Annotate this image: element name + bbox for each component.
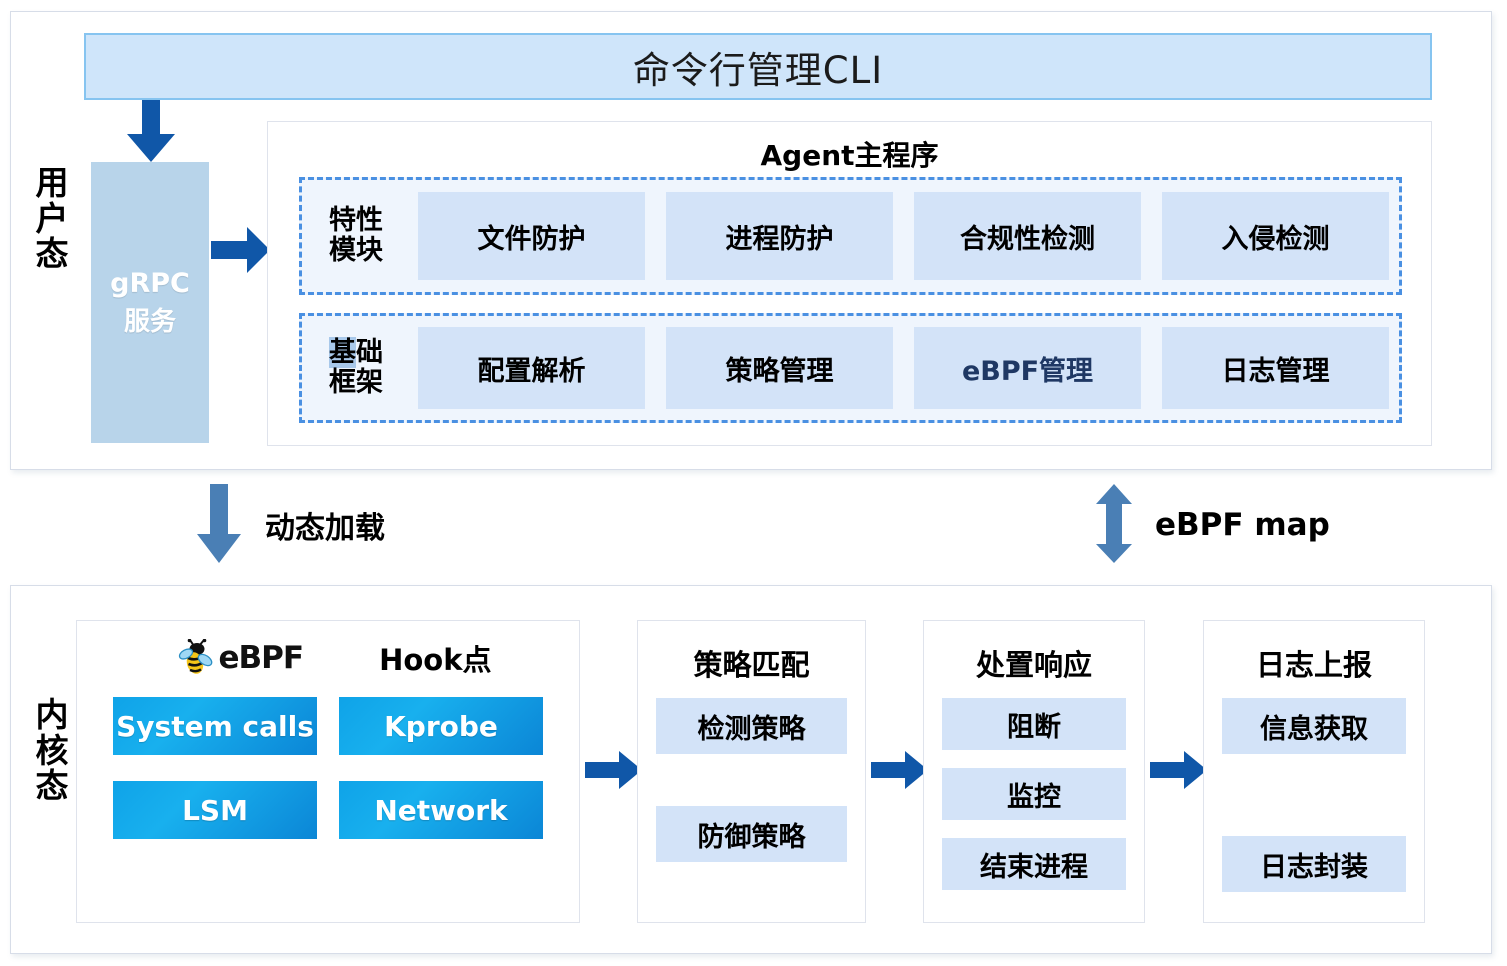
module-intrusion-detection[interactable]: 入侵检测 [1162,192,1389,280]
response-action-panel: 处置响应 阻断 监控 结束进程 [923,620,1145,923]
policy-detection-strategy[interactable]: 检测策略 [656,698,847,754]
arrow-grpc-to-agent-icon [211,227,270,273]
arrow-response-to-log-icon [1150,751,1207,789]
response-action-items: 阻断 监控 结束进程 [924,698,1144,890]
log-encapsulation[interactable]: 日志封装 [1222,836,1406,892]
log-info-collection[interactable]: 信息获取 [1222,698,1406,754]
log-report-items: 信息获取 日志封装 [1204,698,1424,892]
response-monitor[interactable]: 监控 [942,768,1126,820]
log-report-panel: 日志上报 信息获取 日志封装 [1203,620,1425,923]
base-framework-label-line1: 基础 [308,336,404,368]
response-block[interactable]: 阻断 [942,698,1126,750]
module-policy-management[interactable]: 策略管理 [666,327,893,409]
hook-points-grid: System calls Kprobe LSM Network [77,679,579,839]
arrow-cli-to-grpc-icon [127,100,175,162]
ebpf-logo-text: eBPF [218,640,305,676]
base-framework-highlight-char: 基 [329,336,356,368]
feature-module-row: 文件防护 进程防护 合规性检测 入侵检测 [404,192,1393,280]
hook-lsm[interactable]: LSM [113,781,317,839]
ebpf-map-label: eBPF map [1155,507,1330,543]
feature-module-label: 特性 模块 [329,204,383,266]
module-file-protection[interactable]: 文件防护 [418,192,645,280]
feature-module-group: 特性 模块 文件防护 进程防护 合规性检测 入侵检测 [299,177,1402,295]
cli-title: 命令行管理CLI [632,48,884,92]
module-process-protection[interactable]: 进程防护 [666,192,893,280]
agent-title: Agent主程序 [760,139,939,172]
policy-match-title: 策略匹配 [693,648,810,682]
hook-points-title: Hook点 [379,643,492,677]
hook-network[interactable]: Network [339,781,543,839]
policy-match-panel: 策略匹配 检测策略 防御策略 [637,620,866,923]
policy-match-items: 检测策略 防御策略 [638,698,865,862]
kernel-state-label: 内核态 [35,695,69,806]
dynamic-load-label: 动态加载 [265,511,385,546]
arrow-hook-to-policy-icon [585,751,642,789]
bee-icon [178,639,212,674]
base-framework-group: 基础 框架 配置解析 策略管理 eBPF管理 日志管理 [299,313,1402,423]
response-kill-process[interactable]: 结束进程 [942,838,1126,890]
arrow-dynamic-load-icon [197,484,241,563]
base-framework-rest-char: 础 [356,336,383,368]
hook-kprobe[interactable]: Kprobe [339,697,543,755]
grpc-service-box: gRPC 服务 [91,162,209,443]
arrow-policy-to-response-icon [871,751,928,789]
base-framework-label: 基础 框架 [308,336,404,398]
module-log-management[interactable]: 日志管理 [1162,327,1389,409]
user-state-label: 用户态 [35,163,69,274]
base-framework-row: 配置解析 策略管理 eBPF管理 日志管理 [404,327,1393,409]
grpc-label-cn: 服务 [123,306,176,337]
cli-bar[interactable]: 命令行管理CLI [84,33,1432,100]
module-compliance-detection[interactable]: 合规性检测 [914,192,1141,280]
hook-system-calls[interactable]: System calls [113,697,317,755]
response-action-title: 处置响应 [975,648,1092,682]
policy-defense-strategy[interactable]: 防御策略 [656,806,847,862]
grpc-label-en: gRPC [110,267,190,299]
module-ebpf-management[interactable]: eBPF管理 [914,327,1141,409]
hook-panel-header: eBPF Hook点 [77,637,579,679]
arrow-ebpf-map-icon [1096,484,1132,563]
ebpf-bee-logo-icon: eBPF [177,639,304,677]
hook-points-panel: eBPF Hook点 System calls Kprobe LSM Netwo… [76,620,580,923]
module-config-parsing[interactable]: 配置解析 [418,327,645,409]
agent-main-program-frame: Agent主程序 特性 模块 文件防护 进程防护 合规性检测 入侵检测 基础 框… [267,121,1432,446]
log-report-title: 日志上报 [1255,648,1372,682]
